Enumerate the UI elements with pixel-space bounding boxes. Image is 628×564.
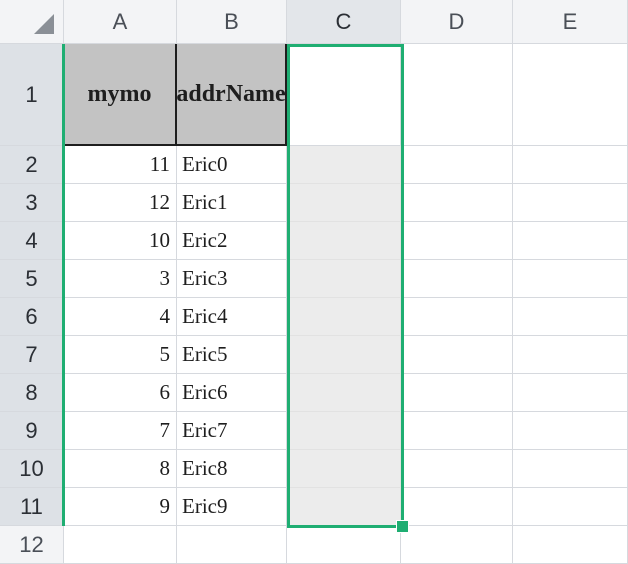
- cell-c11[interactable]: [287, 488, 401, 526]
- cell-e12[interactable]: [513, 526, 628, 564]
- cell-c8[interactable]: [287, 374, 401, 412]
- cell-b2[interactable]: Eric0: [177, 146, 287, 184]
- select-all-corner[interactable]: [0, 0, 64, 44]
- cell-b12[interactable]: [177, 526, 287, 564]
- cell-c3[interactable]: [287, 184, 401, 222]
- cell-d8[interactable]: [401, 374, 513, 412]
- row-header-3[interactable]: 3: [0, 184, 64, 222]
- cell-b3[interactable]: Eric1: [177, 184, 287, 222]
- cell-a5[interactable]: 3: [64, 260, 177, 298]
- fill-handle-icon[interactable]: [396, 520, 409, 533]
- row-header-5[interactable]: 5: [0, 260, 64, 298]
- row-header-7[interactable]: 7: [0, 336, 64, 374]
- row-header-4[interactable]: 4: [0, 222, 64, 260]
- row-header-11[interactable]: 11: [0, 488, 64, 526]
- cell-e5[interactable]: [513, 260, 628, 298]
- cell-e3[interactable]: [513, 184, 628, 222]
- row-header-12[interactable]: 12: [0, 526, 64, 564]
- cell-d4[interactable]: [401, 222, 513, 260]
- cell-e10[interactable]: [513, 450, 628, 488]
- row-header-10[interactable]: 10: [0, 450, 64, 488]
- column-header-e[interactable]: E: [513, 0, 628, 44]
- cell-b11[interactable]: Eric9: [177, 488, 287, 526]
- cell-b8[interactable]: Eric6: [177, 374, 287, 412]
- column-header-b[interactable]: B: [177, 0, 287, 44]
- cell-a4[interactable]: 10: [64, 222, 177, 260]
- cell-d5[interactable]: [401, 260, 513, 298]
- cell-c2[interactable]: [287, 146, 401, 184]
- cell-b6[interactable]: Eric4: [177, 298, 287, 336]
- cell-b9[interactable]: Eric7: [177, 412, 287, 450]
- cell-b1[interactable]: addrName: [177, 44, 287, 146]
- cell-d12[interactable]: [401, 526, 513, 564]
- cell-e7[interactable]: [513, 336, 628, 374]
- cell-e2[interactable]: [513, 146, 628, 184]
- cell-a8[interactable]: 6: [64, 374, 177, 412]
- cell-e11[interactable]: [513, 488, 628, 526]
- row-header-1[interactable]: 1: [0, 44, 64, 146]
- cell-d7[interactable]: [401, 336, 513, 374]
- row-header-6[interactable]: 6: [0, 298, 64, 336]
- cell-d2[interactable]: [401, 146, 513, 184]
- cell-e9[interactable]: [513, 412, 628, 450]
- cell-d6[interactable]: [401, 298, 513, 336]
- row-header-9[interactable]: 9: [0, 412, 64, 450]
- cell-b5[interactable]: Eric3: [177, 260, 287, 298]
- column-header-d[interactable]: D: [401, 0, 513, 44]
- cell-e4[interactable]: [513, 222, 628, 260]
- cell-a3[interactable]: 12: [64, 184, 177, 222]
- cell-a9[interactable]: 7: [64, 412, 177, 450]
- column-header-c[interactable]: C: [287, 0, 401, 44]
- cell-d1[interactable]: [401, 44, 513, 146]
- cell-b7[interactable]: Eric5: [177, 336, 287, 374]
- cell-c7[interactable]: [287, 336, 401, 374]
- column-header-a[interactable]: A: [64, 0, 177, 44]
- cell-e6[interactable]: [513, 298, 628, 336]
- cell-a6[interactable]: 4: [64, 298, 177, 336]
- cell-c5[interactable]: [287, 260, 401, 298]
- cell-b10[interactable]: Eric8: [177, 450, 287, 488]
- cell-d10[interactable]: [401, 450, 513, 488]
- cell-e8[interactable]: [513, 374, 628, 412]
- row-header-2[interactable]: 2: [0, 146, 64, 184]
- cell-e1[interactable]: [513, 44, 628, 146]
- cell-a7[interactable]: 5: [64, 336, 177, 374]
- row-selection-accent: [62, 44, 65, 526]
- cell-d11[interactable]: [401, 488, 513, 526]
- cell-a11[interactable]: 9: [64, 488, 177, 526]
- cell-a10[interactable]: 8: [64, 450, 177, 488]
- select-all-triangle-icon: [34, 14, 54, 34]
- cell-c9[interactable]: [287, 412, 401, 450]
- cell-c10[interactable]: [287, 450, 401, 488]
- cell-d9[interactable]: [401, 412, 513, 450]
- row-header-8[interactable]: 8: [0, 374, 64, 412]
- cell-b4[interactable]: Eric2: [177, 222, 287, 260]
- cell-c12[interactable]: [287, 526, 401, 564]
- cell-c1[interactable]: [287, 44, 401, 146]
- cell-d3[interactable]: [401, 184, 513, 222]
- cell-a12[interactable]: [64, 526, 177, 564]
- cell-c4[interactable]: [287, 222, 401, 260]
- cell-c6[interactable]: [287, 298, 401, 336]
- cell-a1[interactable]: mymo: [64, 44, 177, 146]
- cell-a2[interactable]: 11: [64, 146, 177, 184]
